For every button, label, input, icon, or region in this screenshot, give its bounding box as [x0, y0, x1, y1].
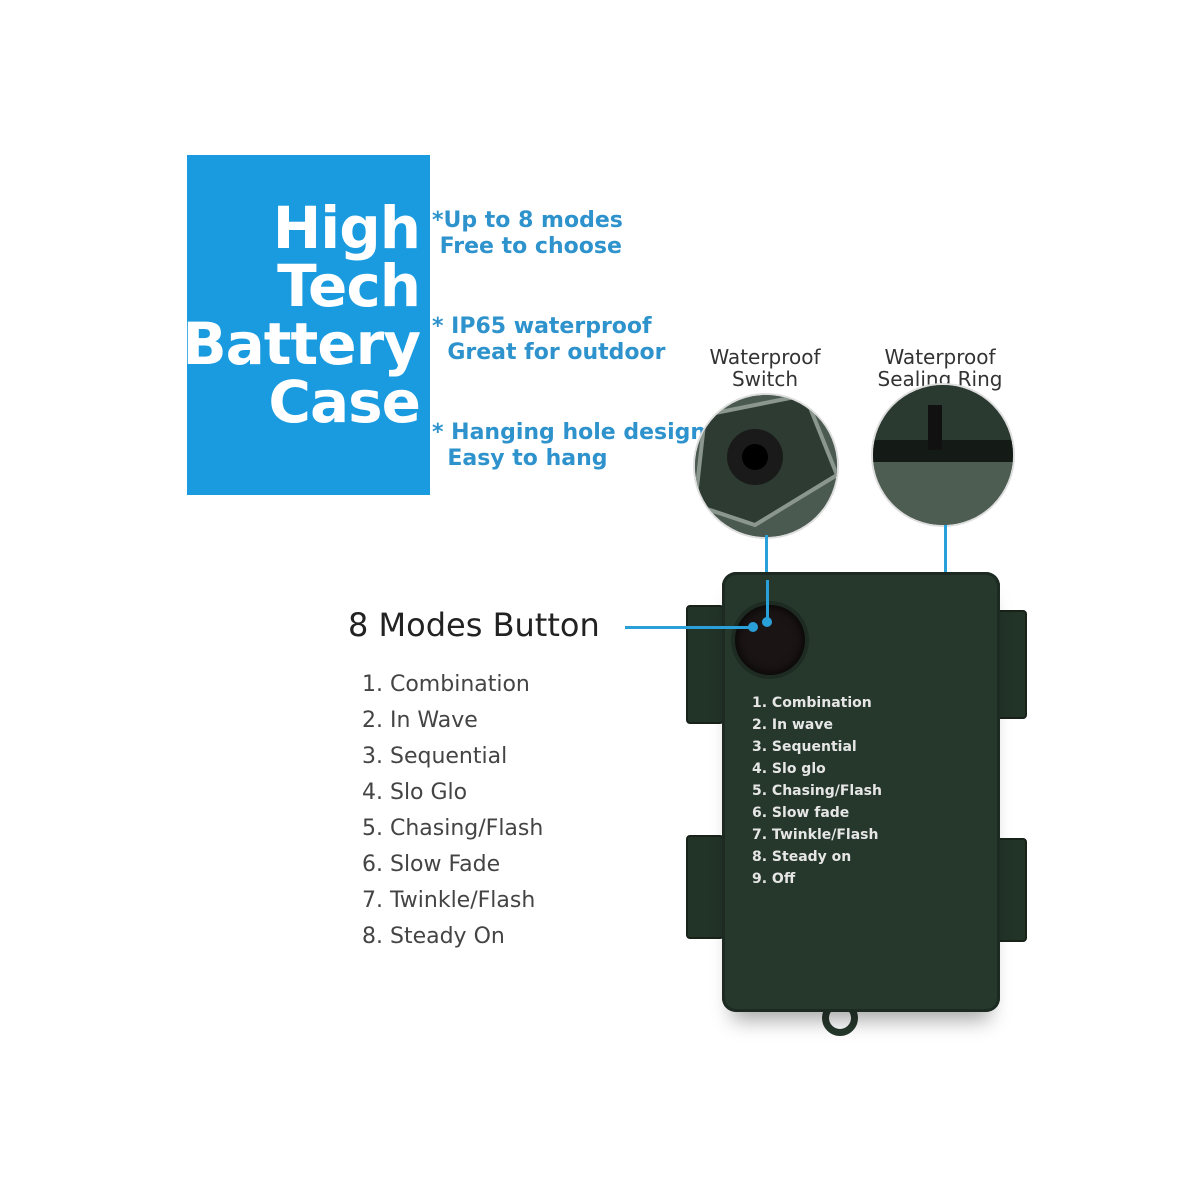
mode-button[interactable]: [735, 605, 805, 675]
switch-detail-drawing: [695, 395, 837, 537]
device-mode: 1. Combination: [752, 695, 872, 711]
switch-detail-image: [695, 395, 837, 537]
mode-item: 7. Twinkle/Flash: [362, 888, 536, 913]
mode-item: 1. Combination: [362, 672, 530, 697]
device-mode: 3. Sequential: [752, 739, 857, 755]
device-mode: 5. Chasing/Flash: [752, 783, 882, 799]
feature-modes: *Up to 8 modes Free to choose: [432, 208, 623, 259]
connector-dot: [762, 617, 772, 627]
left-hinge-bottom: [686, 835, 724, 939]
switch-connector-end: [766, 580, 769, 622]
sealing-ring-detail-image: [873, 385, 1013, 525]
device-mode: 8. Steady on: [752, 849, 852, 865]
mode-item: 2. In Wave: [362, 708, 478, 733]
device-mode: 7. Twinkle/Flash: [752, 827, 879, 843]
button-connector: [625, 626, 753, 629]
device-mode-list: 1. Combination 2. In wave 3. Sequential …: [752, 692, 882, 890]
hero-line: Tech: [277, 252, 421, 320]
mode-item: 3. Sequential: [362, 744, 508, 769]
hero-title: High Tech Battery Case: [182, 194, 421, 436]
device-mode: 2. In wave: [752, 717, 833, 733]
mode-item: 8. Steady On: [362, 924, 505, 949]
mode-item: 5. Chasing/Flash: [362, 816, 544, 841]
device-mode: 6. Slow fade: [752, 805, 850, 821]
mode-item: 4. Slo Glo: [362, 780, 468, 805]
device-mode: 4. Slo glo: [752, 761, 826, 777]
hero-line: High: [272, 194, 421, 262]
hero-banner: High Tech Battery Case: [182, 155, 430, 495]
left-hinge-top: [686, 605, 724, 724]
modes-title: 8 Modes Button: [348, 606, 600, 644]
connector-dot: [748, 622, 758, 632]
feature-waterproof: * IP65 waterproof Great for outdoor: [432, 314, 666, 365]
hero-line: Battery: [182, 310, 421, 378]
mode-item: 6. Slow Fade: [362, 852, 501, 877]
hero-line: Case: [268, 368, 421, 436]
device-mode: 9. Off: [752, 871, 796, 887]
ring-connector: [944, 525, 947, 577]
feature-hanging: * Hanging hole design Easy to hang: [432, 420, 707, 471]
sealing-ring-drawing: [873, 385, 1013, 525]
